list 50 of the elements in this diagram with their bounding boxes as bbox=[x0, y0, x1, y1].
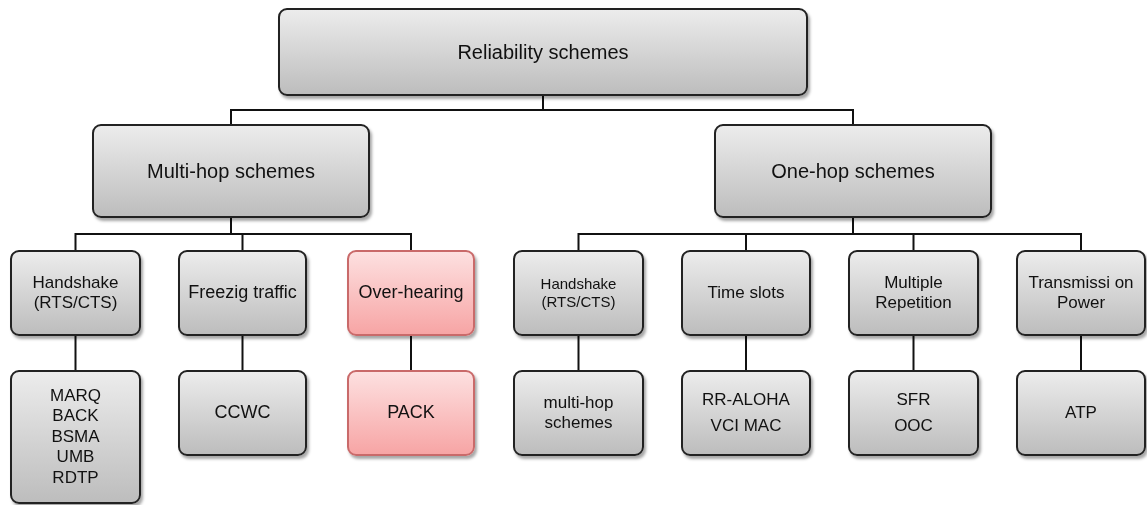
connector-line bbox=[852, 217, 1082, 251]
category-box bbox=[1016, 250, 1146, 336]
connector-line bbox=[1080, 335, 1082, 371]
category-box bbox=[347, 370, 475, 456]
connector-line bbox=[230, 217, 412, 251]
node-label: Multiple Repetition bbox=[874, 272, 953, 314]
category-box bbox=[513, 370, 644, 456]
node-label: Multi-hop schemes bbox=[147, 159, 315, 183]
category-box bbox=[848, 250, 979, 336]
node-label: OOC bbox=[894, 416, 933, 437]
node-label: multi-hop schemes bbox=[542, 392, 615, 434]
node-label: UMB bbox=[56, 447, 95, 468]
node-label: VCI MAC bbox=[710, 416, 782, 437]
category-box bbox=[178, 250, 307, 336]
category-box bbox=[10, 250, 141, 336]
node-label: Freezig traffic bbox=[188, 282, 297, 304]
connector-line bbox=[241, 335, 244, 371]
node-label: Handshake (RTS/CTS) bbox=[31, 272, 120, 314]
node-label: PACK bbox=[387, 402, 435, 424]
node-label: RR-ALOHA bbox=[702, 389, 790, 410]
connector-line bbox=[410, 335, 412, 371]
node-label: Reliability schemes bbox=[457, 40, 629, 64]
node-label: One-hop schemes bbox=[771, 159, 935, 183]
category-box bbox=[347, 250, 475, 336]
category-box bbox=[278, 8, 808, 96]
node-label: MARQ bbox=[50, 386, 101, 407]
node-label: RDTP bbox=[52, 467, 99, 488]
category-box bbox=[714, 124, 992, 218]
connector-line bbox=[745, 335, 747, 371]
node-label: ATP bbox=[1065, 402, 1097, 424]
category-box bbox=[1016, 370, 1146, 456]
category-box bbox=[10, 370, 141, 504]
category-box bbox=[848, 370, 979, 456]
category-box bbox=[513, 250, 644, 336]
connector-line bbox=[577, 335, 580, 371]
node-label: Time slots bbox=[707, 282, 785, 304]
node-label: CCWC bbox=[214, 402, 271, 424]
node-label: Transmissi on Power bbox=[1027, 272, 1135, 314]
category-box bbox=[178, 370, 307, 456]
category-box bbox=[92, 124, 370, 218]
connector-line bbox=[542, 95, 854, 125]
connector-line bbox=[74, 335, 77, 371]
category-box bbox=[681, 370, 811, 456]
node-label: BSMA bbox=[51, 426, 100, 448]
node-label: Handshake (RTS/CTS) bbox=[539, 275, 618, 311]
node-label: SFR bbox=[896, 389, 931, 410]
node-label: Over-hearing bbox=[358, 282, 464, 304]
connector-line bbox=[912, 335, 915, 371]
category-box bbox=[681, 250, 811, 336]
node-label: BACK bbox=[52, 406, 99, 427]
